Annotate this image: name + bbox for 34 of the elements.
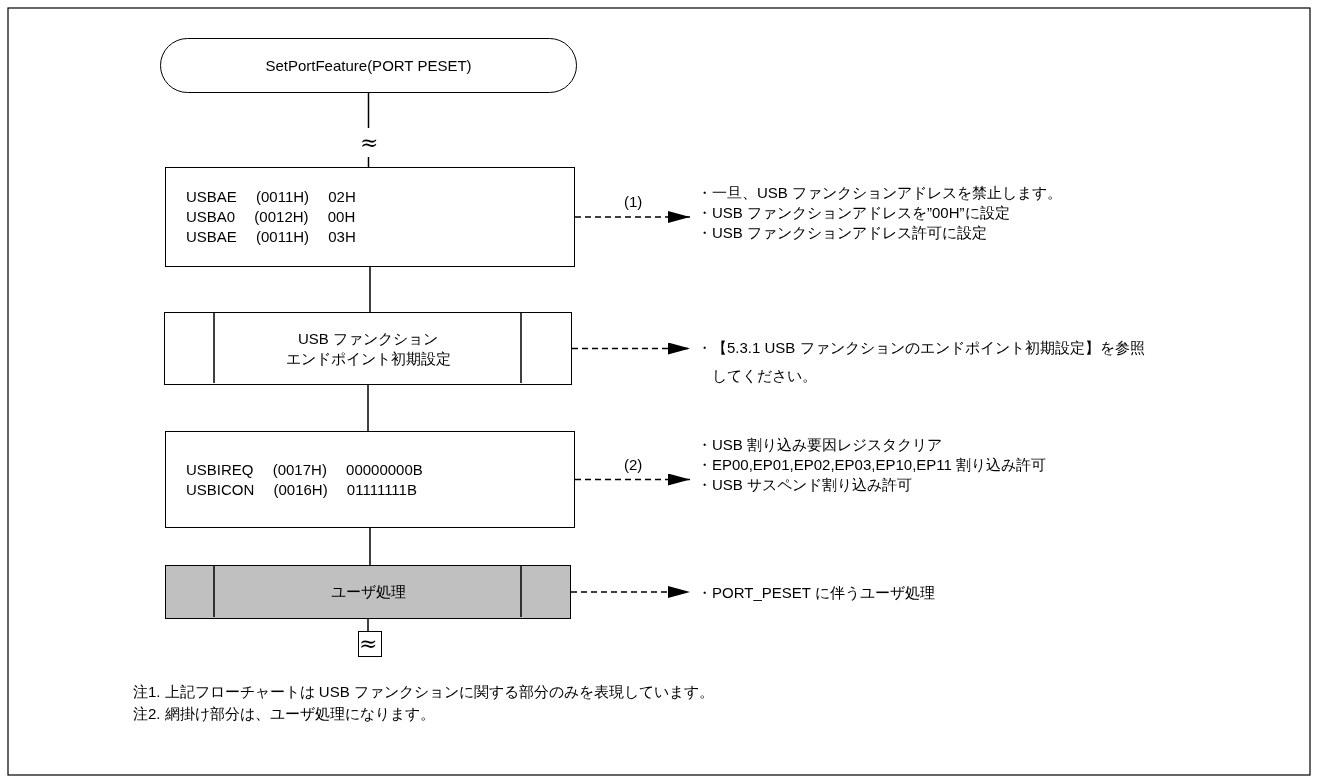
break-mark: ≈ [359,634,379,654]
flow-line [367,384,369,432]
subroutine-box [164,312,572,385]
flow-line [369,527,371,566]
register-setting: USBAE (0011H) 02H [186,187,356,207]
dashed-arrow [570,586,691,598]
note-line: ・USB ファンクションアドレス許可に設定 [697,223,987,243]
note-line: ・USB 割り込み要因レジスタクリア [697,435,942,455]
note-line: ・【5.3.1 USB ファンクションのエンドポイント初期設定】を参照してください。 [697,338,1146,386]
register-setting: USBICON (0016H) 01111111B [186,479,417,500]
box-label: SetPortFeature(PORT PESET) [265,55,472,76]
break-mark: ≈ [359,128,380,157]
note-line: ・一旦、USB ファンクションアドレスを禁止します。 [697,183,1062,203]
register-setting: USBA0 (0012H) 00H [186,207,356,227]
box-label: USB ファンクション [298,328,438,349]
register-setting: USBIREQ (0017H) 00000000B [186,459,423,480]
note-line: ・USB ファンクションアドレスを”00H”に設定 [697,203,1010,223]
note-text: 注2. 網掛け部分は、ユーザ処理になります。 [133,705,435,724]
dashed-arrow [571,342,691,355]
note-line: ・USB サスペンド割り込み許可 [697,475,912,495]
flow-line [367,618,369,632]
edge-label: (1) [622,193,645,210]
note-text: 注1. 上記フローチャートは USB ファンクションに関する部分のみを表現しています。 [133,683,714,702]
box-label: エンドポイント初期設定 [285,348,451,369]
subroutine-box [165,565,571,619]
note-line: ・EP00,EP01,EP02,EP03,EP10,EP11 割り込み許可 [697,455,1047,475]
dashed-arrow [574,211,691,223]
process-box [165,431,575,528]
register-setting: USBAE (0011H) 03H [186,227,356,247]
dashed-arrow [574,473,691,486]
box-label: ユーザ処理 [330,582,406,602]
flow-line [369,266,371,313]
process-box [165,167,575,267]
note-line: ・PORT_PESET に伴うユーザ処理 [697,583,935,603]
